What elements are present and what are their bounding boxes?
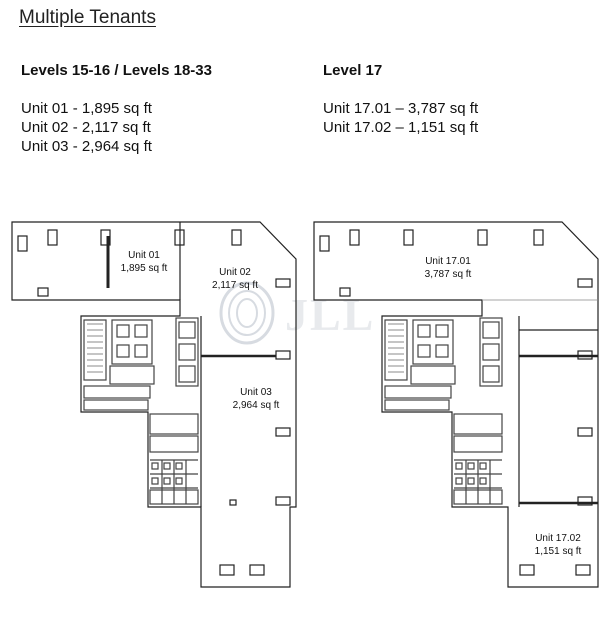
watermark-text: JLL: [285, 289, 375, 340]
jll-watermark: JLL: [219, 281, 375, 345]
unit02-name: Unit 02: [219, 267, 251, 278]
left-unit-01: Unit 01 - 1,895 sq ft: [21, 100, 152, 117]
unit03-name: Unit 03: [240, 387, 272, 398]
unit1701-name: Unit 17.01: [425, 256, 471, 267]
unit01-name: Unit 01: [128, 250, 160, 261]
plan-label-unit1701: Unit 17.01 3,787 sq ft: [414, 255, 482, 281]
unit1701-area: 3,787 sq ft: [424, 269, 472, 280]
plan-label-unit03: Unit 03 2,964 sq ft: [226, 386, 286, 412]
left-floor-plan: [11, 221, 297, 588]
left-unit-02: Unit 02 - 2,117 sq ft: [21, 119, 151, 136]
unit1702-name: Unit 17.02: [535, 533, 581, 544]
right-unit-1702: Unit 17.02 – 1,151 sq ft: [323, 119, 479, 136]
right-unit-1701: Unit 17.01 – 3,787 sq ft: [323, 100, 479, 117]
right-floor-plan: [313, 221, 599, 588]
unit01-area: 1,895 sq ft: [120, 263, 168, 274]
page-title: Multiple Tenants: [19, 7, 156, 28]
plan-label-unit01: Unit 01 1,895 sq ft: [114, 249, 174, 275]
plan-label-unit1702: Unit 17.02 1,151 sq ft: [524, 532, 592, 558]
left-unit-03: Unit 03 - 2,964 sq ft: [21, 138, 152, 155]
unit02-area: 2,117 sq ft: [212, 280, 258, 291]
right-heading: Level 17: [323, 62, 383, 79]
unit03-area: 2,964 sq ft: [232, 400, 280, 411]
unit1702-area: 1,151 sq ft: [534, 546, 582, 557]
left-heading: Levels 15-16 / Levels 18-33: [21, 62, 212, 79]
plan-label-unit02: Unit 02 2,117 sq ft: [205, 266, 265, 292]
